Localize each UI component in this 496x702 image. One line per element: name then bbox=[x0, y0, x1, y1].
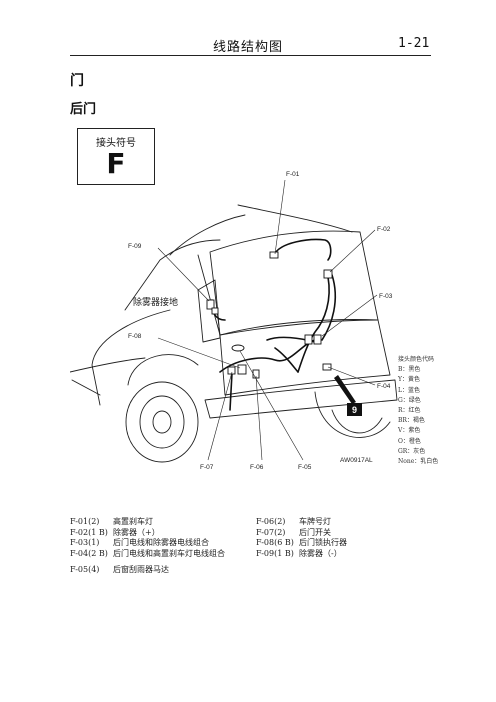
figure-code: AW0917AL bbox=[340, 457, 373, 464]
callout-f06: F-06 bbox=[250, 464, 264, 471]
header-divider bbox=[70, 55, 431, 56]
callout-f05: F-05 bbox=[298, 464, 312, 471]
callout-f03: F-03 bbox=[379, 293, 393, 300]
connector-desc: 除雾器（+） bbox=[113, 527, 160, 537]
legend-item: B：黑色 bbox=[398, 366, 421, 374]
connector-symbol-label: 接头符号 bbox=[96, 138, 136, 149]
connector-code: F-03(1) bbox=[70, 538, 100, 547]
ground-label: 除雾器接地 bbox=[133, 296, 178, 308]
connector-symbol-letter: F bbox=[106, 147, 126, 180]
connector-desc: 车牌号灯 bbox=[299, 517, 331, 526]
connector-f03 bbox=[304, 334, 313, 345]
connector-entry: F-09(1 B) 除雾器（-） bbox=[256, 549, 347, 560]
connector-code: F-02(1 B) bbox=[70, 527, 108, 537]
connector-f08 bbox=[237, 364, 247, 375]
connector-entry: F-08(6 B) 后门锁执行器 bbox=[256, 538, 347, 549]
connector-f09 bbox=[206, 299, 215, 310]
rear-door-wiring-diagram: 9 F-01 F-02 F-03 F-04 F-05 F-06 F-07 F-0… bbox=[70, 171, 398, 471]
connector-f01 bbox=[269, 251, 279, 259]
legend-item: Y：黄色 bbox=[398, 376, 420, 384]
connector-desc: 后门电线和除雾器电线组合 bbox=[113, 538, 209, 547]
connector-desc: 除雾器（-） bbox=[299, 548, 342, 558]
connector-entry: F-02(1 B) 除雾器（+） bbox=[70, 528, 225, 539]
legend-item: L：蓝色 bbox=[398, 386, 420, 394]
page-number: 1-21 bbox=[398, 36, 430, 51]
callout-f07: F-07 bbox=[200, 464, 214, 471]
connector-entry: F-06(2) 车牌号灯 bbox=[256, 517, 347, 528]
legend-item: O：橙色 bbox=[398, 437, 421, 445]
page-header-title: 线路结构图 bbox=[212, 40, 283, 55]
connector-code: F-09(1 B) bbox=[256, 548, 294, 558]
legend-item: GR：灰色 bbox=[398, 447, 426, 455]
connector-desc: 高置刹车灯 bbox=[113, 517, 153, 526]
connector-code: F-05(4) bbox=[70, 565, 100, 574]
legend-item: None：乳白色 bbox=[398, 458, 439, 466]
connector-symbol-box: 接头符号 F bbox=[77, 128, 155, 185]
connector-code: F-01(2) bbox=[70, 517, 100, 526]
connector-color-legend: 接头颜色代码 B：黑色 Y：黄色 L：蓝色 G：绿色 R：红色 BR：褐色 V：… bbox=[398, 355, 438, 467]
connector-desc: 后门锁执行器 bbox=[299, 538, 347, 547]
connector-code: F-04(2 B) bbox=[70, 548, 108, 558]
connector-list-left: F-01(2) 高置刹车灯 F-02(1 B) 除雾器（+） F-03(1) 后门电线… bbox=[70, 517, 225, 576]
connector-entry: F-03(1) 后门电线和除雾器电线组合 bbox=[70, 538, 225, 549]
connector-desc: 后门电线和高置刹车灯电线组合 bbox=[113, 548, 225, 558]
subsection-title: 后门 bbox=[70, 102, 97, 117]
callout-f09: F-09 bbox=[128, 243, 142, 250]
connector-entry: F-01(2) 高置刹车灯 bbox=[70, 517, 225, 528]
callout-f04: F-04 bbox=[377, 383, 391, 390]
connector-desc: 后门开关 bbox=[299, 527, 331, 537]
connector-code: F-07(2) bbox=[256, 527, 286, 537]
diagram-badge: 9 bbox=[352, 405, 357, 415]
connector-list-right: F-06(2)车牌号灯 F-07(2)后门开关 F-08(6 B)后门锁执行器 … bbox=[256, 517, 347, 559]
connector-code: F-08(6 B) bbox=[256, 538, 294, 547]
legend-item: R：红色 bbox=[398, 407, 421, 415]
legend-item: V：紫色 bbox=[398, 427, 421, 435]
connector-f04 bbox=[322, 363, 332, 371]
callout-f01: F-01 bbox=[286, 171, 300, 178]
legend-item: BR：褐色 bbox=[398, 417, 425, 425]
connector-entry: F-04(2 B) 后门电线和高置刹车灯电线组合 bbox=[70, 549, 225, 560]
callout-f02: F-02 bbox=[377, 226, 391, 233]
callout-f08: F-08 bbox=[128, 333, 142, 340]
connector-code: F-06(2) bbox=[256, 517, 286, 526]
legend-title: 接头颜色代码 bbox=[398, 356, 435, 363]
connector-f05 bbox=[231, 344, 245, 352]
connector-f02 bbox=[323, 269, 333, 279]
connector-desc: 后窗刮雨器马达 bbox=[113, 565, 169, 574]
legend-item: G：绿色 bbox=[398, 396, 421, 404]
connector-entry: F-05(4) 后窗刮雨器马达 bbox=[70, 565, 225, 576]
connector-entry: F-07(2) 后门开关 bbox=[256, 528, 347, 539]
section-title: 门 bbox=[70, 73, 84, 89]
